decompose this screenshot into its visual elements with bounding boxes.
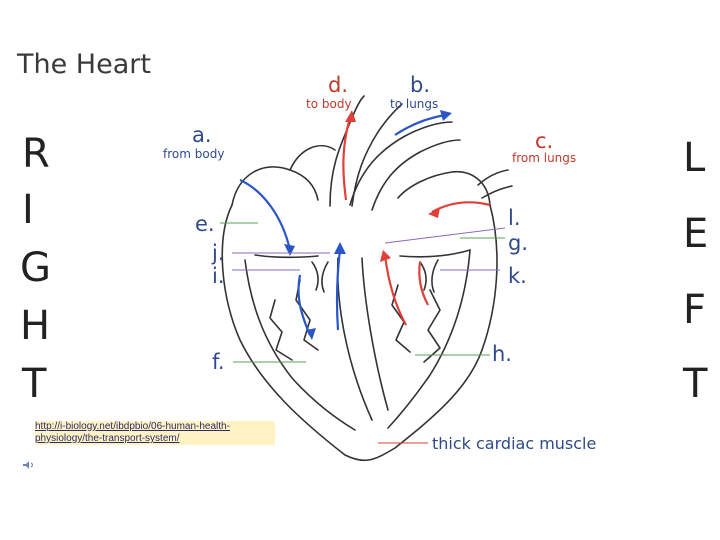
label-h: h.	[492, 342, 512, 366]
thick-cardiac-muscle-label: thick cardiac muscle	[432, 434, 597, 453]
red-arrow-to-body	[342, 117, 352, 201]
heart-outline	[221, 204, 498, 462]
label-g: g.	[508, 231, 529, 255]
label-a: a.	[192, 123, 212, 147]
right-letter-r: R	[22, 131, 50, 177]
right-letter-g: G	[20, 245, 51, 291]
red-arrow-from-lungs	[431, 201, 491, 213]
page-title: The Heart	[17, 49, 151, 80]
left-letter-e: E	[683, 211, 709, 257]
label-d-sub: to body	[306, 97, 352, 111]
right-letter-h: H	[20, 303, 51, 349]
left-letter-f: F	[683, 287, 707, 333]
label-k: k.	[508, 264, 527, 288]
label-i: i.	[212, 264, 225, 288]
label-f: f.	[212, 350, 225, 374]
label-c-sub: from lungs	[512, 151, 577, 165]
left-letter-t2: T	[683, 361, 708, 407]
label-a-sub: from body	[163, 147, 225, 161]
label-d: d.	[328, 73, 349, 97]
right-letter-t: T	[22, 361, 47, 407]
left-letter-l: L	[683, 135, 706, 181]
label-b: b.	[410, 73, 431, 97]
red-arrow-lv-down	[383, 254, 407, 326]
blue-arrow-rv-up	[335, 249, 342, 331]
label-l: l.	[508, 206, 521, 230]
blue-arrow-rv-left	[297, 274, 312, 336]
blue-arrow-to-lungs	[394, 113, 446, 136]
label-j: j.	[212, 241, 225, 265]
speaker-icon[interactable]	[22, 460, 36, 470]
source-link-box: http://i-biology.net/ibdpbio/06-human-he…	[35, 421, 275, 445]
blue-arrow-from-body	[239, 178, 292, 251]
right-letter-i: I	[22, 187, 34, 233]
label-c: c.	[535, 129, 554, 153]
source-link[interactable]: http://i-biology.net/ibdpbio/06-human-he…	[35, 421, 230, 444]
red-arrow-lv-up	[418, 261, 429, 306]
label-e: e.	[195, 212, 215, 236]
label-b-sub: to lungs	[390, 97, 439, 111]
